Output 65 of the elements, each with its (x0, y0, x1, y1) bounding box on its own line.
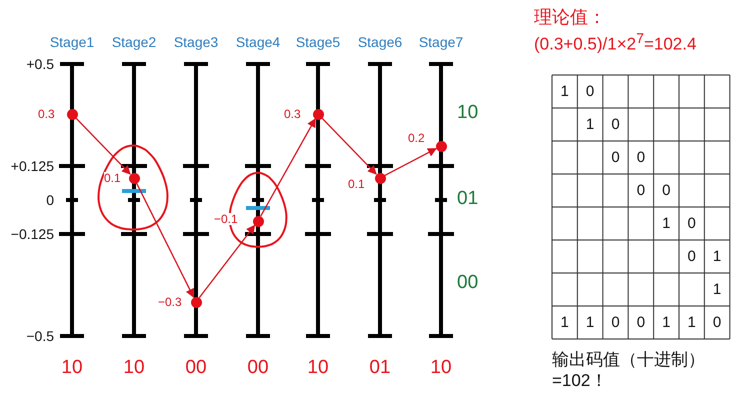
stage-label: Stage6 (358, 35, 402, 49)
table-cell-value: 0 (611, 150, 620, 164)
table-cell-value: 0 (712, 314, 722, 330)
tick-label: +0.5 (26, 57, 54, 71)
arrow (260, 118, 316, 217)
tick-label: −0.5 (26, 329, 54, 343)
arrow (384, 148, 437, 176)
tick-label: +0.125 (10, 159, 54, 173)
output-code: 10 (307, 358, 329, 377)
table-cell-value: 1 (560, 84, 569, 98)
value-label: −0.1 (214, 213, 238, 225)
output-code: 00 (185, 358, 207, 377)
table-cell-value: 1 (662, 216, 670, 230)
heading: 理论值： (534, 8, 606, 26)
table-cell-value: 0 (636, 182, 646, 198)
data-point (190, 296, 202, 308)
stage-label: Stage1 (50, 35, 94, 49)
arrow (321, 118, 377, 175)
region-code: 10 (457, 103, 478, 122)
value-label: 0.2 (408, 132, 425, 144)
table-cell-value: 0 (662, 182, 670, 198)
value-label: 0.3 (38, 108, 55, 120)
output-code: 00 (247, 358, 269, 377)
arrow (136, 182, 194, 298)
table-cell-value: 0 (611, 116, 620, 132)
stage-label: Stage3 (174, 35, 218, 49)
value-label: 0.3 (284, 108, 301, 120)
stage-label: Stage2 (112, 35, 156, 49)
value-label: 0.1 (348, 178, 365, 190)
table-cell-value: 1 (712, 282, 722, 296)
data-point (128, 172, 140, 184)
output-code: 10 (430, 358, 452, 377)
value-label: −0.3 (158, 296, 182, 308)
table-cell-value: 0 (688, 248, 696, 264)
table-cell-value: 1 (662, 314, 670, 330)
table-cell-value: 1 (586, 116, 594, 132)
data-point (312, 108, 324, 120)
table-cell-value: 0 (636, 150, 646, 164)
data-point (66, 108, 78, 120)
region-code: 01 (457, 189, 478, 208)
tick-label: −0.125 (10, 227, 54, 241)
table-cell-value: 1 (560, 314, 569, 330)
output-code: 10 (61, 358, 83, 377)
output-code: 10 (123, 358, 145, 377)
formula: (0.3+0.5)/1×2$^{7}$=102.4 (534, 32, 696, 53)
table-cell-value: 1 (712, 248, 722, 264)
region-code: 00 (457, 273, 478, 292)
table-cell-value: 0 (611, 314, 620, 330)
data-point (252, 216, 264, 226)
table-cell-value: 0 (586, 84, 594, 98)
output-code: 01 (369, 358, 391, 377)
data-point (374, 172, 386, 184)
table-cell-value: 1 (688, 314, 696, 330)
arrow (75, 118, 131, 175)
data-point (436, 140, 446, 152)
table-cell-value: 1 (586, 314, 594, 330)
arrow (198, 224, 256, 298)
stage-label: Stage5 (296, 35, 340, 49)
result-note: 输出码值（十进制）=102！ (552, 349, 706, 392)
stage-label: Stage4 (236, 35, 280, 49)
tick-label: 0 (46, 193, 54, 207)
table-cell-value: 0 (688, 216, 696, 230)
table-cell-value: 0 (636, 314, 646, 330)
stage-label: Stage7 (418, 35, 464, 49)
value-label: 0.1 (104, 172, 121, 184)
